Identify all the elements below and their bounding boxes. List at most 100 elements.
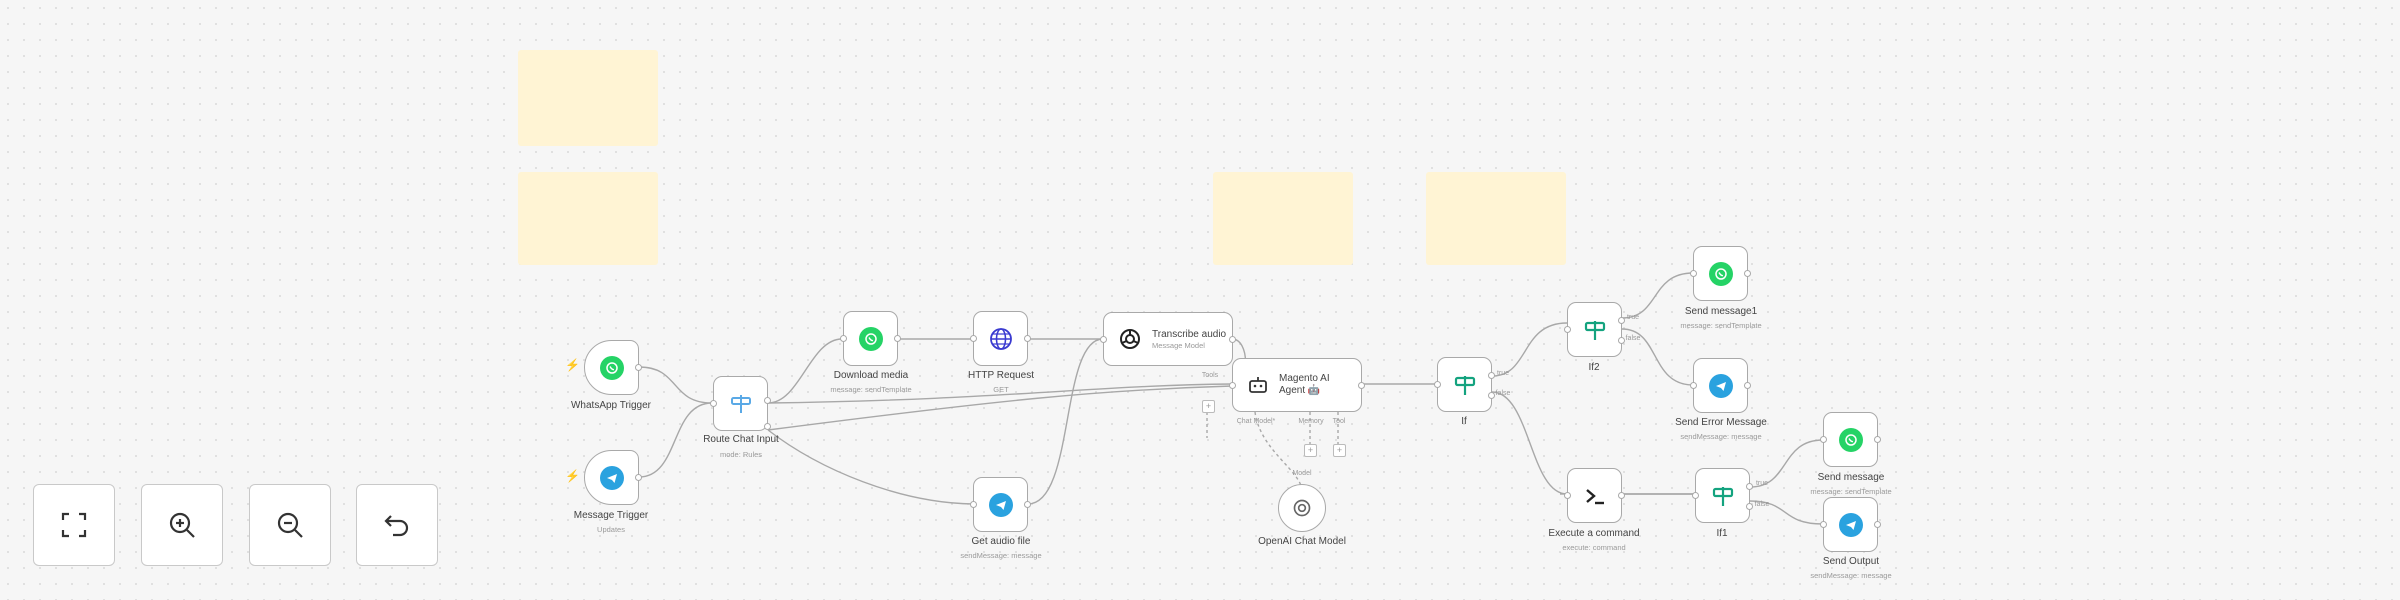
node-subtitle: mode: Rules [719,450,763,459]
input-port[interactable] [1434,381,1441,388]
port-label-chat-model: Chat Model* [1236,418,1276,425]
node-send-error-message[interactable] [1690,358,1751,413]
node-label: Send message [1817,472,1885,483]
signpost-icon [1712,486,1733,506]
output-port[interactable] [1229,335,1236,343]
node-subtitle: sendMessage: message [960,551,1042,560]
input-port[interactable] [970,335,977,342]
signpost-icon [1584,320,1605,340]
output-port[interactable] [1744,270,1751,277]
output-port[interactable] [1618,492,1625,499]
output-true-port[interactable] [1618,317,1625,324]
output-true-port[interactable] [1488,372,1495,379]
node-transcribe-audio[interactable]: Transcribe audio Message Model [1100,312,1236,366]
output-false-port[interactable] [1488,392,1495,399]
node-message-trigger[interactable] [584,450,642,505]
sticky-note[interactable] [1213,172,1353,265]
output-port[interactable] [1744,382,1751,389]
input-port[interactable] [1564,492,1571,499]
node-subtitle: sendMessage: message [1680,432,1762,441]
output-false-port[interactable] [1746,503,1753,510]
node-label: Transcribe audio [1152,328,1227,340]
whatsapp-icon [1708,261,1733,286]
connection [1491,322,1568,377]
output-port[interactable] [635,474,642,481]
whatsapp-icon [599,355,624,380]
sticky-note[interactable] [518,172,658,265]
connection [767,385,1233,431]
output-port[interactable] [1874,521,1881,528]
node-send-message[interactable] [1820,412,1881,467]
input-port[interactable] [1564,326,1571,333]
connection [638,366,713,404]
add-tool-button[interactable]: + [1202,400,1215,413]
node-send-message1[interactable] [1690,246,1751,301]
node-if[interactable] [1434,357,1495,412]
connection [767,338,843,404]
sticky-note[interactable] [518,50,658,146]
node-subtitle: execute: command [1562,543,1626,552]
connection [767,383,1233,404]
node-magento-ai-agent[interactable]: Magento AI Agent 🤖 [1229,358,1365,412]
telegram-icon [599,465,624,490]
connection [1027,338,1104,505]
undo-icon [384,515,409,537]
input-port[interactable] [970,501,977,508]
sticky-note[interactable] [1426,172,1566,265]
openai-icon [1120,329,1140,349]
add-memory-button[interactable]: + [1304,444,1317,457]
node-label: If2 [1588,362,1600,373]
globe-icon [989,327,1012,350]
output-false-port[interactable] [1618,337,1625,344]
zoom-in-button[interactable] [141,484,223,566]
fit-view-icon [61,512,87,538]
node-subtitle: message: sendTemplate [830,385,912,394]
input-port[interactable] [1690,270,1697,277]
port-label-tools: Tools [1201,372,1219,379]
input-port[interactable] [1820,521,1827,528]
trigger-bolt-icon: ⚡ [565,358,580,372]
node-subtitle: sendMessage: message [1810,571,1892,580]
output-port[interactable] [764,423,771,430]
output-port[interactable] [635,364,642,371]
node-openai-chat-model[interactable] [1278,484,1326,532]
node-http-request[interactable] [970,311,1031,366]
input-port[interactable] [1690,382,1697,389]
add-tool-button[interactable]: + [1333,444,1346,457]
output-true-port[interactable] [1746,483,1753,490]
input-port[interactable] [1229,381,1236,389]
connection [638,402,713,478]
output-port[interactable] [1358,381,1365,389]
node-download-media[interactable] [840,311,901,366]
reset-button[interactable] [356,484,438,566]
input-port[interactable] [1820,436,1827,443]
input-port[interactable] [1692,492,1699,499]
node-if2[interactable] [1564,302,1625,357]
node-whatsapp-trigger[interactable] [584,340,642,395]
input-port[interactable] [840,335,847,342]
openai-icon [1293,499,1311,517]
fit-view-button[interactable] [33,484,115,566]
output-port[interactable] [764,397,771,404]
output-port[interactable] [1874,436,1881,443]
node-execute-command[interactable] [1564,468,1625,523]
node-label: HTTP Request [968,370,1034,381]
node-label: WhatsApp Trigger [570,400,652,411]
connection [1749,500,1824,525]
node-if1[interactable] [1692,468,1753,523]
node-label: OpenAI Chat Model [1258,536,1346,547]
output-port[interactable] [1024,501,1031,508]
zoom-out-icon [277,512,303,538]
node-send-output[interactable] [1820,497,1881,552]
zoom-out-button[interactable] [249,484,331,566]
telegram-icon [1708,373,1733,398]
output-port[interactable] [894,335,901,342]
node-route-chat-input[interactable] [710,376,771,431]
input-port[interactable] [710,400,717,407]
node-get-audio-file[interactable] [970,477,1031,532]
node-label: Send Output [1822,556,1880,567]
port-label-memory: Memory [1298,418,1324,425]
output-port[interactable] [1024,335,1031,342]
input-port[interactable] [1100,335,1107,343]
